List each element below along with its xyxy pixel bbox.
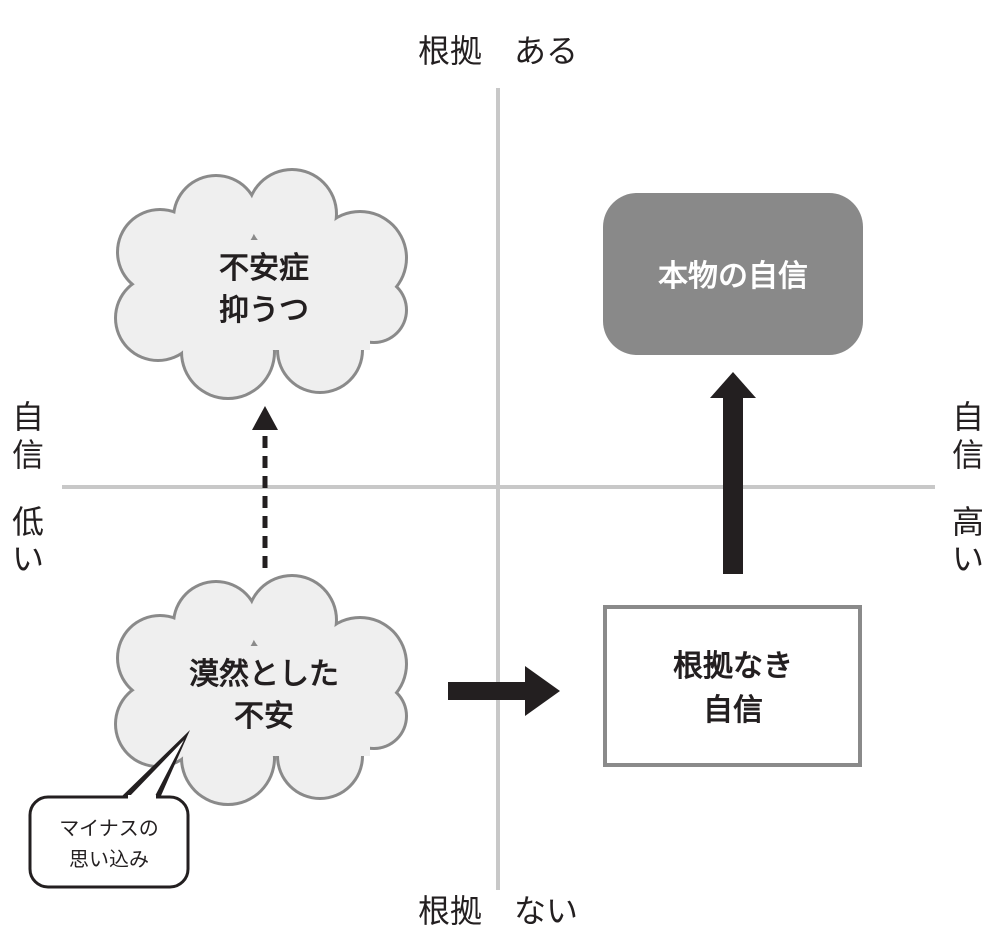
box-groundless-confidence-line-2: 自信 bbox=[703, 693, 763, 728]
cloud-anxiety-disorder: 不安症 抑うつ bbox=[114, 168, 408, 400]
axis-label-right-1: 自 bbox=[952, 398, 984, 436]
cloud-vague-anxiety-line-1: 漠然とした bbox=[189, 657, 339, 692]
arrow-up bbox=[710, 372, 756, 574]
box-true-confidence-label: 本物の自信 bbox=[658, 259, 808, 294]
box-groundless-confidence-line-1: 根拠なき bbox=[673, 649, 793, 684]
cloud-anxiety-disorder-line-2: 抑うつ bbox=[219, 293, 309, 328]
cloud-vague-anxiety: 漠然とした 不安 bbox=[114, 574, 408, 806]
cloud-anxiety-disorder-line-1: 不安症 bbox=[219, 251, 309, 286]
axis-label-bottom: 根拠 ない bbox=[418, 892, 578, 930]
axis-label-top: 根拠 ある bbox=[418, 32, 578, 70]
cloud-vague-anxiety-line-2: 不安 bbox=[234, 699, 294, 734]
axis-label-right-3: 高 bbox=[952, 503, 984, 541]
callout-line-1: マイナスの bbox=[59, 816, 159, 840]
callout-negative-belief: マイナスの 思い込み bbox=[28, 730, 190, 889]
axis-label-left-1: 自 bbox=[12, 398, 44, 436]
axis-label-right-4: い bbox=[952, 540, 984, 578]
callout-line-2: 思い込み bbox=[69, 847, 149, 871]
arrow-right bbox=[448, 666, 560, 716]
dashed-arrow-up bbox=[252, 406, 278, 568]
axis-label-left-4: い bbox=[12, 540, 44, 578]
axis-label-left-3: 低 bbox=[12, 503, 44, 541]
box-groundless-confidence: 根拠なき 自信 bbox=[603, 605, 862, 767]
axis-label-left-2: 信 bbox=[12, 436, 44, 474]
box-true-confidence: 本物の自信 bbox=[603, 193, 863, 355]
axis-label-right-2: 信 bbox=[952, 436, 984, 474]
